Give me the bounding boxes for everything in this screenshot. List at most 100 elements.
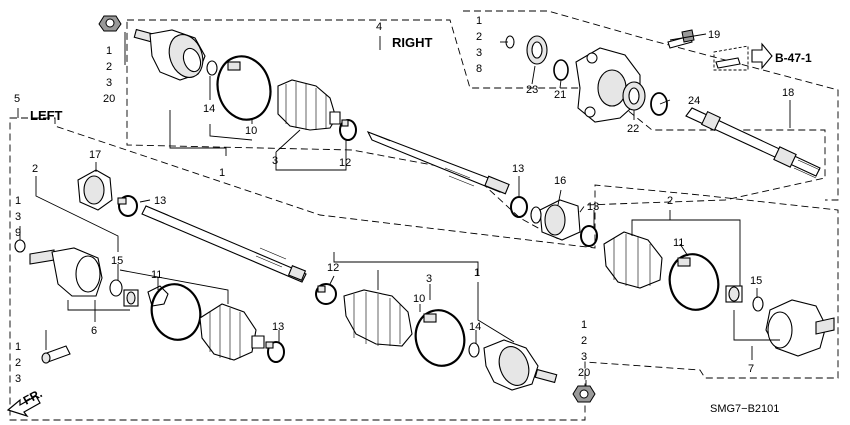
callout-3e: 3 <box>426 273 432 285</box>
left-inboard-band-large <box>150 283 202 341</box>
right-outboard-boot <box>277 79 341 131</box>
callout-2c: 2 <box>32 163 38 175</box>
intermediate-bearing-22 <box>622 81 646 111</box>
intermediate-snap-ring-21 <box>553 59 569 81</box>
left-spider-clip-15 <box>752 296 764 312</box>
callout-14b: 14 <box>469 321 481 333</box>
left-inboard-band-11 <box>668 253 720 311</box>
callout-10b: 10 <box>413 293 425 305</box>
left-outboard-band-large-10 <box>414 309 466 367</box>
callout-23: 23 <box>526 84 538 96</box>
callout-16: 16 <box>554 175 566 187</box>
left-inboard-joint-7 <box>765 299 835 357</box>
callout-21: 21 <box>554 89 566 101</box>
callout-18: 18 <box>782 87 794 99</box>
left-spider-assy <box>123 289 139 307</box>
left-inboard-band-small <box>265 341 285 363</box>
callout-1: 1 <box>106 45 112 57</box>
callout-20b: 20 <box>578 367 590 379</box>
bolt-19 <box>667 29 695 49</box>
right-inboard-joint <box>530 199 581 241</box>
callout-15b: 15 <box>750 275 762 287</box>
right-shaft-band <box>510 196 528 218</box>
callout-3f: 3 <box>581 351 587 363</box>
left-bolt-part <box>41 345 71 364</box>
callout-20: 20 <box>103 93 115 105</box>
callout-13a: 13 <box>512 163 524 175</box>
callout-14a: 14 <box>203 103 215 115</box>
callout-3g: 3 <box>15 373 21 385</box>
callout-1e: 1 <box>474 267 480 279</box>
right-assembly-outline <box>126 19 826 241</box>
callout-4: 4 <box>376 21 382 33</box>
callout-3d: 3 <box>15 211 21 223</box>
callout-13b: 13 <box>154 195 166 207</box>
left-band-13d <box>580 225 598 247</box>
leader-lines <box>17 32 791 386</box>
right-outboard-nut <box>98 15 122 32</box>
right-outboard-joint <box>133 28 206 81</box>
left-spider-15 <box>109 279 123 297</box>
left-inboard-joint <box>29 247 103 297</box>
callout-labels: 1 2 3 20 4 5 1 2 3 8 19 18 23 21 22 24 1… <box>14 15 794 385</box>
callout-2f: 2 <box>581 335 587 347</box>
callout-17: 17 <box>89 149 101 161</box>
left-outboard-band-small-12 <box>315 283 337 305</box>
callout-2g: 2 <box>15 357 21 369</box>
right-outboard-band-small <box>339 119 357 141</box>
callout-12a: 12 <box>339 157 351 169</box>
callout-19: 19 <box>708 29 720 41</box>
callout-22: 22 <box>627 123 639 135</box>
left-outboard-band-17 <box>77 169 113 211</box>
bolt-ref <box>713 45 749 71</box>
intermediate-shaft <box>685 107 821 179</box>
left-outboard-joint <box>483 339 558 391</box>
right-outboard-band-large <box>216 55 272 121</box>
callout-1b: 1 <box>476 15 482 27</box>
reference-label[interactable]: B-47-1 <box>775 51 812 65</box>
right-outboard-clip <box>206 60 218 76</box>
callout-3: 3 <box>106 77 112 89</box>
left-outboard-nut <box>572 385 596 403</box>
callout-13c: 13 <box>272 321 284 333</box>
right-drive-shaft <box>366 130 510 195</box>
callout-10a: 10 <box>245 125 257 137</box>
callout-7: 7 <box>748 363 754 375</box>
left-outboard-band-13 <box>117 195 138 217</box>
callout-11a: 11 <box>151 269 162 281</box>
heading-left: LEFT <box>30 108 63 123</box>
callout-3c: 3 <box>272 155 278 167</box>
heading-right: RIGHT <box>392 35 433 50</box>
callout-1d: 1 <box>15 195 21 207</box>
callout-2b: 2 <box>476 31 482 43</box>
diagram-code: SMG7−B2101 <box>710 403 779 415</box>
callout-1f: 1 <box>581 319 587 331</box>
callout-1c: 1 <box>219 167 225 179</box>
callout-2: 2 <box>106 61 112 73</box>
callout-13d: 13 <box>587 201 599 213</box>
left-drive-shaft <box>141 205 307 283</box>
left-inboard-boot-2 <box>603 231 663 289</box>
left-inboard-boot <box>199 303 265 361</box>
headings: RIGHT LEFT B-47-1 FR. SMG7−B2101 <box>21 35 812 415</box>
callout-1g: 1 <box>15 341 21 353</box>
callout-6: 6 <box>91 325 97 337</box>
intermediate-bearing-23 <box>526 35 548 65</box>
callout-9: 9 <box>15 227 21 239</box>
callout-12b: 12 <box>327 262 339 274</box>
callout-2d: 2 <box>667 195 673 207</box>
callout-15a: 15 <box>111 255 123 267</box>
callout-5: 5 <box>14 93 20 105</box>
left-outboard-boot <box>343 289 413 347</box>
intermediate-circlip-24 <box>650 92 668 116</box>
intermediate-shaft-outline <box>463 10 839 201</box>
callout-3b: 3 <box>476 47 482 59</box>
callout-11b: 11 <box>673 237 684 249</box>
reference-arrow <box>751 42 773 70</box>
front-direction-arrow <box>6 395 41 418</box>
left-outboard-clip-14 <box>468 342 480 358</box>
callout-24: 24 <box>688 95 700 107</box>
left-spider-tripod <box>725 285 743 303</box>
